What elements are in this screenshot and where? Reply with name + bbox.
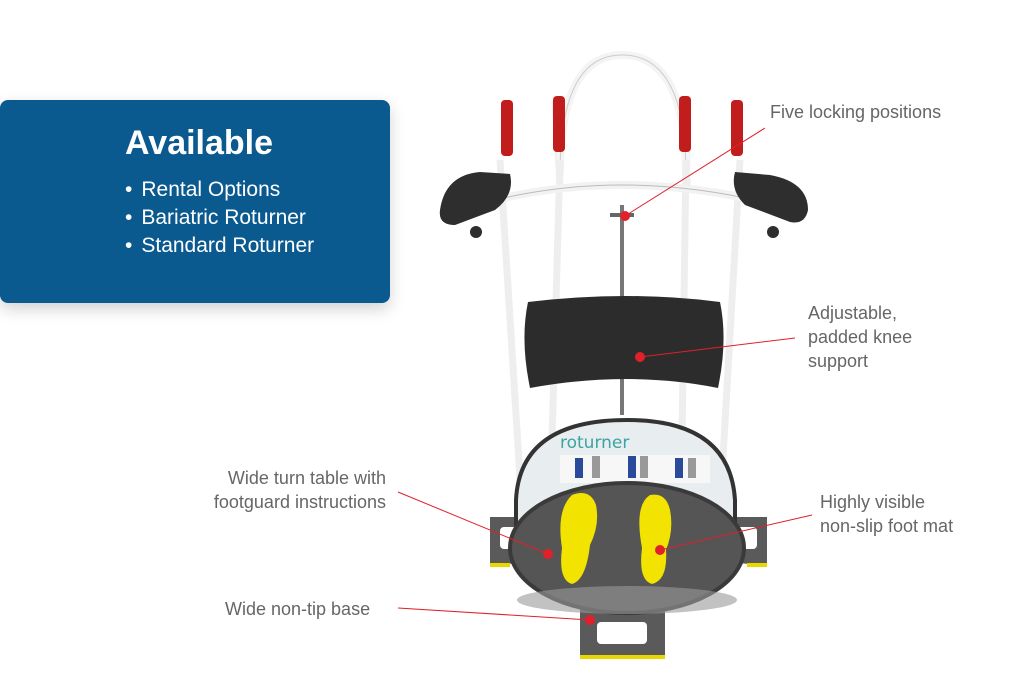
callout-turn-table: Wide turn table with footguard instructi… [214,466,386,514]
knee-pad [524,296,724,388]
callout-line: padded knee [808,327,913,347]
list-item: Rental Options [125,176,314,204]
callout-locking-positions: Five locking positions [770,102,942,122]
callout-line: Adjustable, [808,303,898,323]
product-logo: roturner [560,433,629,453]
callout-base: Wide non-tip base [225,599,371,619]
foot-mats [560,492,672,584]
callout-line: Wide turn table with [227,468,386,488]
callout-dots [543,211,665,625]
availability-panel: Available Rental Options Bariatric Rotur… [0,100,390,303]
turntable: roturner [508,417,746,615]
list-item: Bariatric Roturner [125,204,314,232]
callout-lines [397,127,813,621]
arm-pads [439,172,808,238]
red-grips [501,96,743,156]
callout-line: Highly visible [820,492,926,512]
callout-foot-mat: Highly visible non-slip foot mat [820,490,953,538]
callout-line: support [808,351,869,371]
list-item: Standard Roturner [125,232,314,260]
availability-list: Rental Options Bariatric Roturner Standa… [125,176,314,260]
panel-title: Available [125,124,274,162]
callout-knee-support: Adjustable, padded knee support [808,301,912,373]
callout-line: non-slip foot mat [820,516,954,536]
callout-line: footguard instructions [213,492,386,512]
